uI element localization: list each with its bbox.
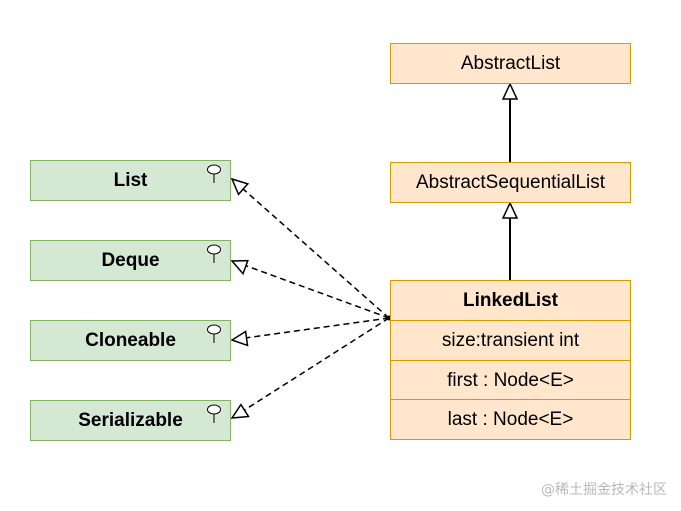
field-label: last : Node<E> (447, 408, 574, 430)
watermark: @稀土掘金技术社区 (541, 482, 667, 498)
interface-list[interactable]: List (30, 160, 231, 201)
inheritance-arrowhead-icon (501, 201, 519, 219)
interface-deque[interactable]: Deque (30, 240, 231, 281)
class-label: LinkedList (462, 289, 558, 311)
realization-arrowhead-icon (230, 259, 249, 276)
field-row[interactable]: first : Node<E> (390, 360, 631, 401)
class-abstract-list[interactable]: AbstractList (390, 43, 631, 84)
interface-cloneable[interactable]: Cloneable (30, 320, 231, 361)
field-label: size:transient int (441, 329, 580, 351)
field-label: first : Node<E> (447, 369, 574, 391)
realization-line-deque (243, 264, 390, 319)
class-abstract-sequential-list[interactable]: AbstractSequentialList (390, 162, 631, 203)
class-label: AbstractSequentialList (415, 171, 606, 193)
lollipop-interface-icon (207, 324, 221, 343)
interface-serializable[interactable]: Serializable (30, 400, 231, 441)
lollipop-interface-icon (207, 244, 221, 263)
lollipop-interface-icon (207, 164, 221, 183)
realization-line-cloneable (244, 317, 390, 339)
interface-label: List (113, 169, 148, 191)
realization-line-serializable (242, 317, 390, 412)
class-linked-list-title[interactable]: LinkedList (390, 280, 631, 321)
inheritance-arrowhead-icon (501, 82, 519, 100)
interface-label: Deque (101, 249, 160, 271)
interface-label: Cloneable (85, 329, 176, 351)
realization-arrowhead-icon (230, 403, 250, 419)
realization-line-list (241, 187, 390, 319)
lollipop-interface-icon (207, 404, 221, 423)
class-label: AbstractList (460, 52, 561, 74)
field-row[interactable]: size:transient int (390, 320, 631, 361)
interface-label: Serializable (78, 409, 183, 431)
realization-arrowhead-icon (230, 330, 249, 347)
field-row[interactable]: last : Node<E> (390, 399, 631, 440)
realization-arrowhead-icon (230, 177, 250, 196)
